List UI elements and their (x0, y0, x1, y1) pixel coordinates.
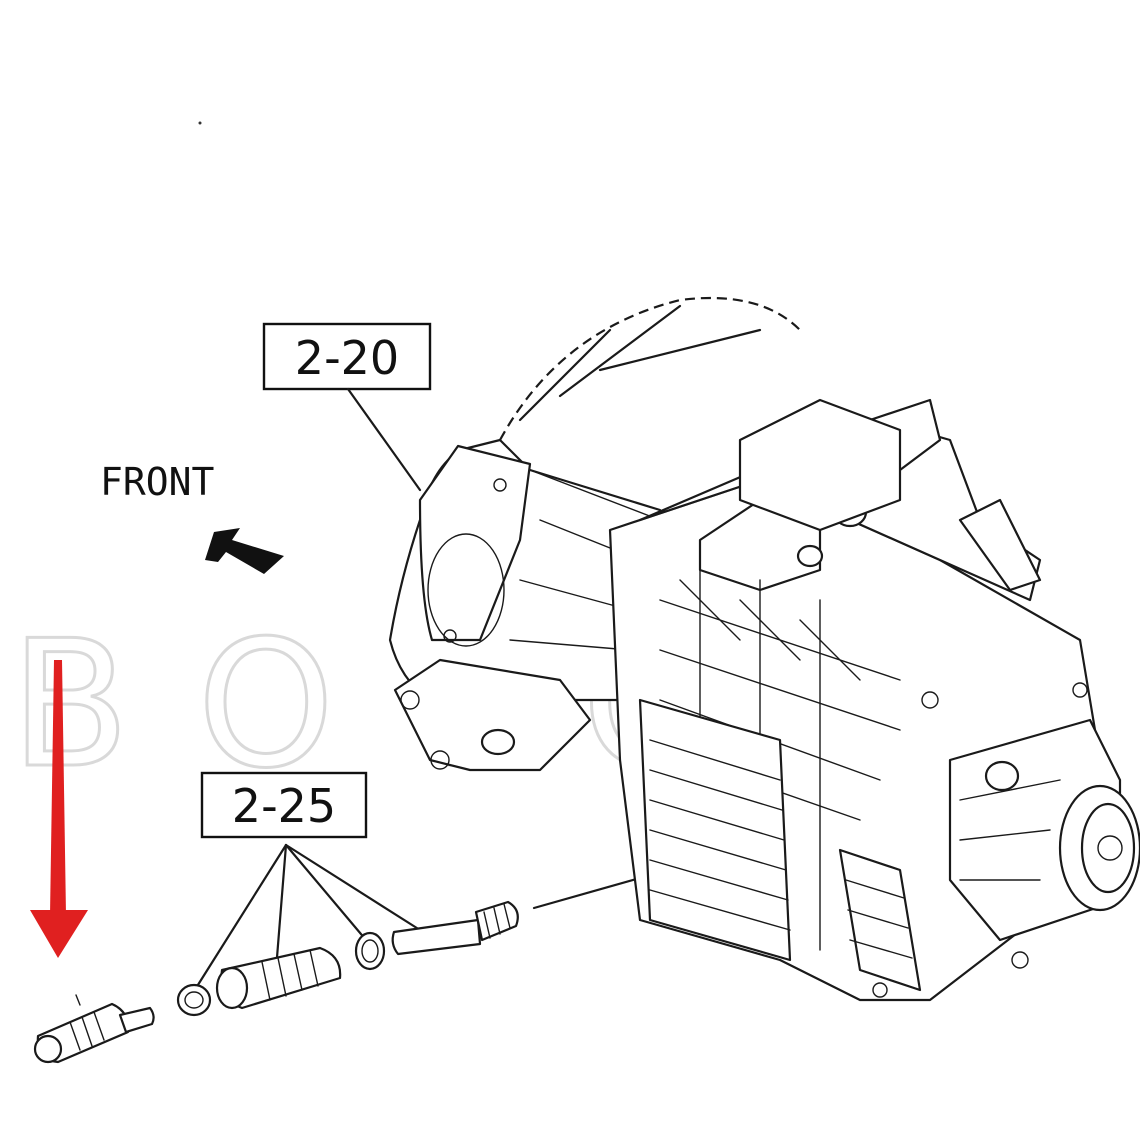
callout-2-25-label: 2-25 (232, 779, 336, 833)
driven-gear-part (215, 946, 342, 1010)
leader-line-2-25-d (284, 843, 422, 932)
front-arrow-icon (205, 528, 284, 574)
o-ring-large-part (354, 931, 386, 971)
leader-line-2-25-c (284, 843, 368, 942)
leader-line-2-25-b (274, 843, 288, 972)
leader-line-2-25-a (194, 843, 288, 990)
callout-2-25-box (200, 771, 368, 839)
speedometer-sleeve-part (33, 994, 155, 1064)
speck (198, 121, 202, 125)
callout-2-20-label: 2-20 (295, 331, 399, 385)
callout-2-20: 2-20 (262, 322, 432, 492)
leader-line-2-20 (346, 387, 422, 492)
transmission-assembly (388, 296, 1140, 1002)
drive-gear-shaft-part (391, 900, 519, 956)
o-ring-small-part (176, 983, 212, 1017)
red-down-arrow-icon (30, 660, 88, 958)
callout-2-20-box (262, 322, 432, 391)
front-label: FRONT (100, 460, 214, 504)
callout-2-25: 2-25 (194, 771, 422, 990)
